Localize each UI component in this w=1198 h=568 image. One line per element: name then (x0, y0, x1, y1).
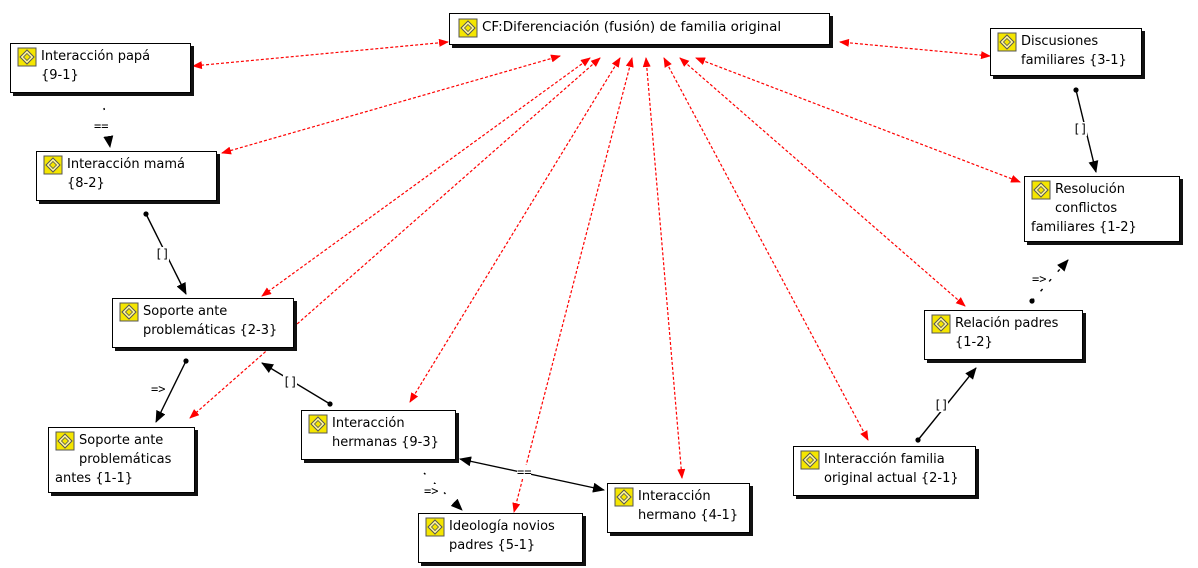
link-center-hermanas (409, 57, 621, 403)
node-center-code[interactable]: CF:Diferenciación (fusión) de familia or… (449, 13, 830, 45)
node-relacion-padres[interactable]: Relación padres {1-2} (924, 310, 1083, 360)
node-interaccion-mama[interactable]: Interacción mamá {8-2} (36, 151, 217, 201)
relation-label-hermanas-hermano: == (517, 465, 532, 479)
node-interaccion-hermanas[interactable]: Interacción hermanas {9-3} (301, 410, 456, 460)
relation-label-soporte-antes: => (151, 382, 166, 396)
code-icon (931, 314, 951, 334)
node-label: Interacción familia original actual {2-1… (824, 452, 959, 486)
node-label: Discusiones familiares {3-1} (1021, 34, 1127, 68)
node-label: Ideología novios padres {5-1} (449, 519, 555, 553)
link-center-ideologia (512, 57, 634, 513)
code-icon (119, 302, 139, 322)
relation-label-hermanas-soporte: [] (283, 375, 298, 389)
relation-label-mama-soporte: [] (155, 247, 170, 261)
node-interaccion-papa[interactable]: Interacción papá {9-1} (10, 43, 191, 93)
code-icon (55, 431, 75, 451)
code-icon (997, 32, 1017, 52)
node-resolucion-conflictos[interactable]: Resolución conflictos familiares {1-2} (1024, 176, 1180, 242)
node-soporte-problematicas[interactable]: Soporte ante problemáticas {2-3} (112, 298, 294, 348)
node-label: Interacción mamá {8-2} (67, 157, 185, 191)
code-icon (458, 18, 478, 38)
node-interaccion-familia-actual[interactable]: Interacción familia original actual {2-1… (793, 446, 976, 496)
node-soporte-problematicas-antes[interactable]: Soporte ante problemáticas antes {1-1} (48, 427, 195, 493)
node-label: Interacción hermano {4-1} (638, 489, 739, 523)
link-center-relacion (679, 57, 966, 307)
node-discusiones-familiares[interactable]: Discusiones familiares {3-1} (990, 28, 1142, 76)
code-icon (425, 517, 445, 537)
node-label: Interacción hermanas {9-3} (332, 416, 439, 450)
relation-label-papa-mama: == (94, 119, 109, 133)
link-center-resolucion (695, 57, 1021, 183)
node-label: Interacción papá {9-1} (41, 49, 151, 83)
code-icon (1031, 180, 1051, 200)
link-center-soporte (261, 57, 591, 297)
link-center-discusiones (839, 38, 991, 60)
relation-label-familia-relacion: [] (934, 398, 949, 412)
link-center-mama (221, 54, 561, 155)
code-icon (308, 414, 328, 434)
node-interaccion-hermano[interactable]: Interacción hermano {4-1} (607, 483, 750, 533)
node-label: CF:Diferenciación (fusión) de familia or… (482, 19, 782, 35)
code-icon (800, 450, 820, 470)
node-label: Soporte ante problemáticas antes {1-1} (55, 433, 172, 486)
code-icon (43, 155, 63, 175)
code-icon (17, 47, 37, 67)
node-ideologia-novios[interactable]: Ideología novios padres {5-1} (418, 513, 583, 563)
link-papa-mama (103, 107, 114, 148)
node-label: Soporte ante problemáticas {2-3} (143, 304, 278, 338)
node-label: Resolución conflictos familiares {1-2} (1031, 182, 1137, 235)
link-center-papa (192, 38, 449, 70)
code-icon (614, 487, 634, 507)
relation-label-relacion-resolucion: => (1032, 272, 1047, 286)
link-center-hermano (642, 57, 686, 479)
link-center-soporte-antes (189, 57, 601, 419)
node-label: Relación padres {1-2} (955, 316, 1059, 350)
link-center-familia (663, 57, 869, 441)
link-soporte-antes (155, 358, 189, 423)
relation-label-discusiones-resolucion: [] (1073, 122, 1088, 136)
link-relacion-resolucion (1029, 259, 1069, 304)
relation-label-hermanas-ideologia: => (424, 484, 439, 498)
link-hermanas-hermano (459, 456, 605, 493)
